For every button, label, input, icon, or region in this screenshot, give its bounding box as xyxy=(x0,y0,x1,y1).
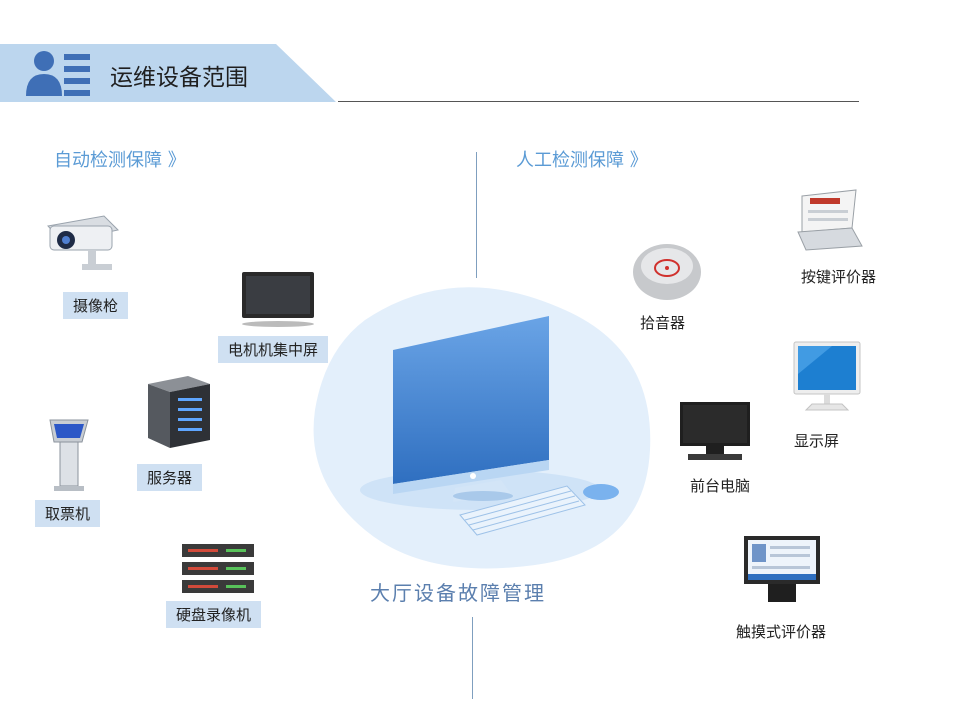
display-label: 显示屏 xyxy=(794,432,840,450)
divider-top xyxy=(476,152,477,278)
key-evaluator-icon xyxy=(797,189,863,251)
ticket-machine-icon xyxy=(49,419,89,491)
touch-evaluator-icon xyxy=(744,536,820,602)
monitor-icon xyxy=(242,272,314,327)
central-screen-label: 电机机集中屏 xyxy=(218,336,329,363)
manual-section-title: 人工检测保障 》 xyxy=(516,150,648,171)
front-pc-label: 前台电脑 xyxy=(690,477,751,495)
user-list-icon xyxy=(26,51,90,96)
auto-section-title: 自动检测保障 》 xyxy=(54,150,186,171)
dvr-icon xyxy=(182,544,254,593)
dvr-label: 硬盘录像机 xyxy=(166,601,262,628)
server-label: 服务器 xyxy=(137,464,203,491)
camera-label: 摄像枪 xyxy=(63,292,129,319)
center-caption: 大厅设备故障管理 xyxy=(370,581,546,605)
desktop-pc-icon xyxy=(680,402,750,460)
header-divider xyxy=(338,101,859,102)
touch-evaluator-label: 触摸式评价器 xyxy=(736,623,827,641)
display-icon xyxy=(793,341,861,411)
computer-illustration xyxy=(313,287,651,569)
divider-bottom xyxy=(472,617,473,699)
ticket-machine-label: 取票机 xyxy=(35,500,101,527)
pickup-icon xyxy=(633,244,701,300)
key-evaluator-label: 按键评价器 xyxy=(801,268,877,286)
page-title: 运维设备范围 xyxy=(110,65,248,91)
camera-icon xyxy=(47,215,120,270)
server-icon xyxy=(148,376,210,448)
pickup-label: 拾音器 xyxy=(640,314,686,332)
